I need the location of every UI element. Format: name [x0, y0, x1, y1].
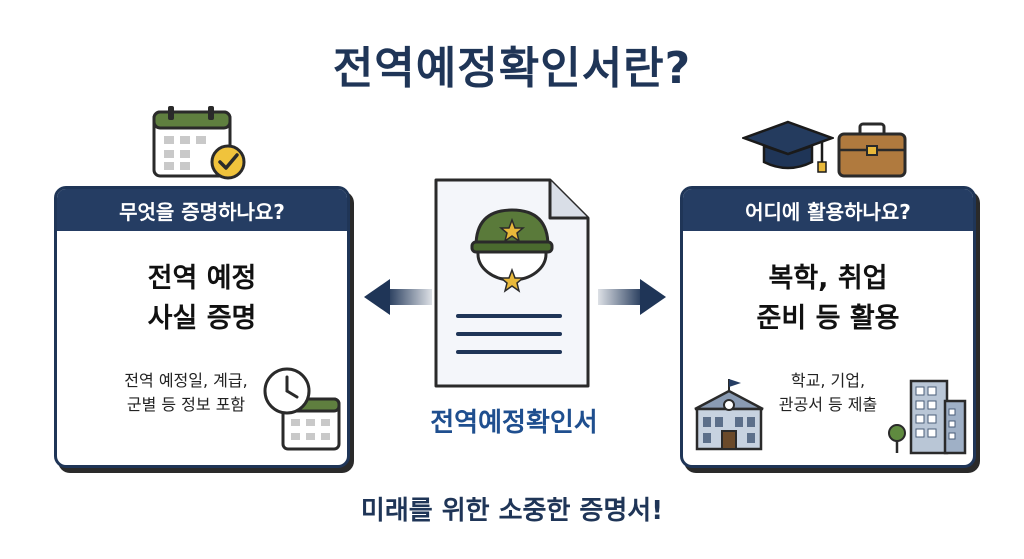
page-title: 전역예정확인서란?: [332, 43, 692, 94]
card-sub-line2: 관공서 등 제출: [778, 395, 878, 414]
clock-calendar-icon: [263, 367, 341, 451]
where-used-card: 어디에 활용하나요? 복학, 취업 준비 등 활용 학교, 기업, 관공서 등 …: [680, 186, 976, 468]
card-sub-line1: 학교, 기업,: [790, 371, 866, 390]
card-main-line2: 사실 증명: [147, 303, 257, 334]
card-sub-line1: 전역 예정일, 계급,: [124, 371, 248, 390]
card-main-line2: 준비 등 활용: [756, 303, 900, 334]
card-header: 어디에 활용하나요?: [683, 189, 973, 231]
card-main-line1: 전역 예정: [147, 263, 257, 294]
discharge-certificate-document-icon: [434, 178, 590, 388]
card-sub-line2: 군별 등 정보 포함: [126, 395, 246, 414]
what-it-proves-card: 무엇을 증명하나요? 전역 예정 사실 증명 전역 예정일, 계급, 군별 등 …: [54, 186, 350, 468]
briefcase-icon: [837, 122, 907, 178]
calendar-check-icon: [152, 106, 246, 180]
school-building-icon: [694, 379, 764, 451]
arrow-left-icon: [364, 279, 432, 315]
arrow-right-icon: [598, 279, 666, 315]
document-label: 전역예정확인서: [430, 408, 598, 438]
card-header: 무엇을 증명하나요?: [57, 189, 347, 231]
card-main-line1: 복학, 취업: [768, 263, 888, 294]
office-building-icon: [888, 379, 967, 455]
graduation-cap-icon: [742, 120, 834, 173]
footer-tagline: 미래를 위한 소중한 증명서!: [360, 496, 664, 526]
